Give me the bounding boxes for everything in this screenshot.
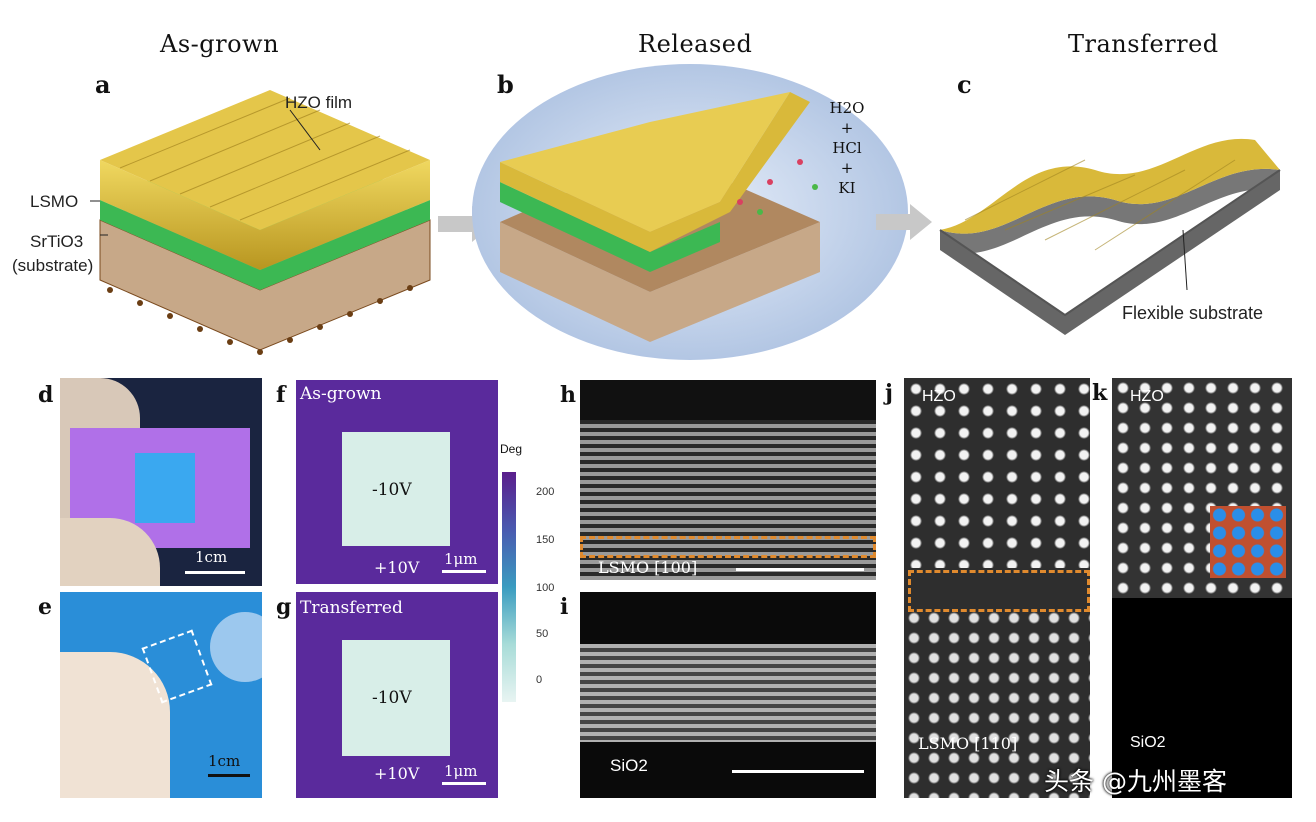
- panel-f-title: As-grown: [300, 384, 382, 404]
- scale-label-d: 1cm: [195, 548, 228, 566]
- panel-i-label: SiO2: [610, 756, 648, 775]
- panel-k-haadf-image: HZO SiO2: [1112, 378, 1292, 798]
- etchant-list: H2O + HCl + KI: [822, 98, 872, 198]
- structure-overlay: [1210, 506, 1286, 578]
- colorbar-title: Deg: [500, 442, 523, 456]
- etchant-plus-1: +: [840, 119, 854, 137]
- colorbar: [502, 472, 516, 702]
- panel-c-illustration: [939, 138, 1281, 335]
- scale-label-g: 1μm: [444, 762, 478, 780]
- panel-b-illustration: [472, 64, 908, 360]
- colorbar-tick: 50: [536, 628, 549, 640]
- panel-f-outer-voltage: +10V: [374, 558, 420, 577]
- scale-bar-d: [185, 571, 245, 574]
- scale-label-e: 1cm: [208, 752, 241, 770]
- label-flexible-substrate: Flexible substrate: [1122, 303, 1264, 323]
- etchant-h2o: H2O: [829, 99, 865, 117]
- scale-bar-h: [736, 568, 864, 571]
- panel-j-haadf-image: HZO LSMO [110]: [904, 378, 1090, 798]
- panel-k-top-label: HZO: [1130, 388, 1164, 405]
- label-srtio3: SrTiO3: [30, 232, 84, 251]
- scale-label-f: 1μm: [444, 550, 478, 568]
- colorbar-tick: 150: [536, 534, 555, 546]
- column-title-transferred: Transferred: [1068, 30, 1219, 58]
- panel-j-top-label: HZO: [922, 388, 956, 405]
- label-lsmo: LSMO: [30, 192, 79, 211]
- panel-i-tem-image: SiO2: [580, 592, 876, 798]
- panel-label-i: i: [560, 594, 569, 620]
- panel-k-bottom-label: SiO2: [1130, 734, 1166, 751]
- panel-label-c: c: [957, 70, 972, 99]
- panel-e-photo: 1cm: [60, 592, 262, 798]
- arrow-right-icon: [876, 204, 932, 240]
- interface-highlight: [580, 536, 876, 558]
- interface-highlight: [908, 570, 1090, 612]
- panel-g-pfm-image: Transferred -10V +10V 1μm: [296, 592, 498, 798]
- panel-a-illustration: [90, 90, 431, 355]
- panel-h-tem-image: LSMO [100]: [580, 380, 876, 580]
- panel-g-outer-voltage: +10V: [374, 764, 420, 783]
- panel-label-a: a: [95, 70, 111, 99]
- panel-label-h: h: [560, 382, 576, 408]
- panel-label-e: e: [38, 594, 52, 620]
- panel-label-k: k: [1092, 380, 1108, 406]
- etchant-plus-2: +: [840, 159, 854, 177]
- panel-j-bottom-label: LSMO [110]: [918, 734, 1018, 753]
- column-title-as-grown: As-grown: [160, 30, 280, 58]
- label-hzo-film: HZO film: [285, 93, 353, 112]
- label-substrate: (substrate): [12, 256, 94, 275]
- etchant-ki: KI: [838, 179, 856, 197]
- panel-d-photo: 1cm: [60, 378, 262, 586]
- panel-f-inner-voltage: -10V: [372, 480, 412, 500]
- panel-g-inner-voltage: -10V: [372, 688, 412, 708]
- scale-bar-i: [732, 770, 864, 773]
- panel-label-j: j: [885, 380, 893, 406]
- colorbar-tick: 100: [536, 582, 555, 594]
- scale-bar-g: [442, 782, 486, 785]
- colorbar-tick: 200: [536, 486, 555, 498]
- panel-label-b: b: [497, 70, 514, 99]
- panel-label-g: g: [276, 594, 292, 620]
- panel-g-title: Transferred: [300, 598, 403, 618]
- colorbar-tick: 0: [536, 674, 543, 686]
- watermark: 头条 @九州墨客: [1044, 767, 1227, 796]
- panel-label-f: f: [276, 382, 286, 408]
- scale-bar-f: [442, 570, 486, 573]
- etchant-hcl: HCl: [832, 139, 862, 157]
- panel-f-pfm-image: As-grown -10V +10V 1μm: [296, 380, 498, 584]
- scale-bar-e: [208, 774, 250, 777]
- column-title-released: Released: [638, 30, 753, 58]
- panel-h-label: LSMO [100]: [598, 558, 698, 577]
- panel-label-d: d: [38, 382, 54, 408]
